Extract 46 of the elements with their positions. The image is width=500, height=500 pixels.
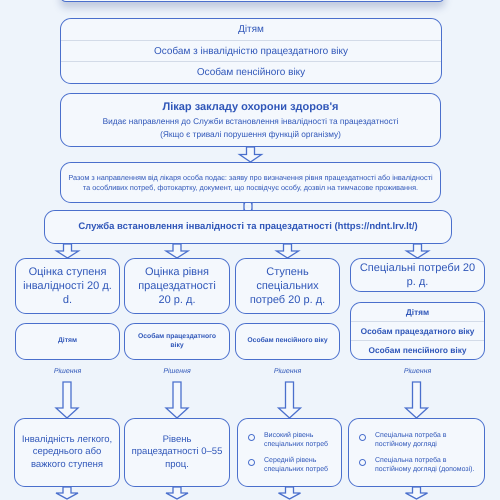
connector-link — [243, 200, 253, 213]
process-box — [350, 258, 485, 292]
box-text: Оцінка ступеня інвалідності 20 д. d. — [22, 264, 113, 308]
group-box — [60, 18, 442, 84]
hollow-arrow — [404, 486, 428, 500]
process-box — [60, 162, 441, 203]
hollow-arrow — [164, 381, 190, 419]
group-box — [350, 302, 485, 360]
row-text: Дітям — [404, 307, 430, 317]
hollow-arrow — [404, 243, 431, 259]
result-box — [348, 418, 485, 487]
hollow-arrow — [237, 146, 264, 163]
hollow-arrow — [54, 243, 81, 259]
process-box — [124, 418, 230, 487]
hollow-arrow — [55, 486, 79, 500]
box-heading: Служба встановлення інвалідності та працездатності (https://ndnt.lrv.lt/) — [77, 220, 419, 234]
box-text: Оцінка рівня працездатності 20 р. д. — [137, 264, 217, 308]
box-text: Спеціальні потреби 20 р. д. — [358, 260, 476, 290]
hollow-arrow — [274, 243, 301, 259]
process-box — [44, 210, 452, 244]
process-box — [124, 323, 230, 360]
box-heading: Лікар закладу охорони здоров'я — [162, 100, 340, 114]
row-text: Дітям — [237, 24, 265, 35]
hollow-arrow — [165, 486, 189, 500]
row-text: Особам пенсійного віку — [196, 67, 306, 78]
process-box — [60, 93, 441, 147]
process-box — [235, 323, 340, 360]
row-text: Особам пенсійного віку — [368, 345, 468, 355]
process-box — [124, 258, 230, 314]
row-text: Особам працездатного віку — [360, 326, 476, 336]
process-box — [235, 258, 340, 314]
box-text: Інвалідність легкого, середнього або важкого ступеня — [20, 434, 114, 472]
process-box — [15, 258, 120, 314]
hollow-arrow — [276, 381, 302, 419]
row-text: Особам з інвалідністю працездатного віку — [152, 46, 350, 56]
result-box — [237, 418, 342, 487]
box-text: (Якщо є тривалі порушення функцій організму) — [159, 129, 342, 140]
process-box — [15, 323, 120, 360]
hollow-arrow — [404, 381, 430, 419]
box-text: Рівень працездатності 0–55 проц. — [130, 434, 224, 472]
process-box — [14, 418, 120, 487]
box-text: Ступень спеціальних потреб 20 р. д. — [248, 264, 326, 308]
hollow-arrow — [54, 381, 80, 419]
box-text: Видає направлення до Служби встановлення інвалідності та працездатності — [102, 116, 400, 128]
hollow-arrow — [278, 486, 302, 500]
hollow-arrow — [164, 243, 190, 259]
